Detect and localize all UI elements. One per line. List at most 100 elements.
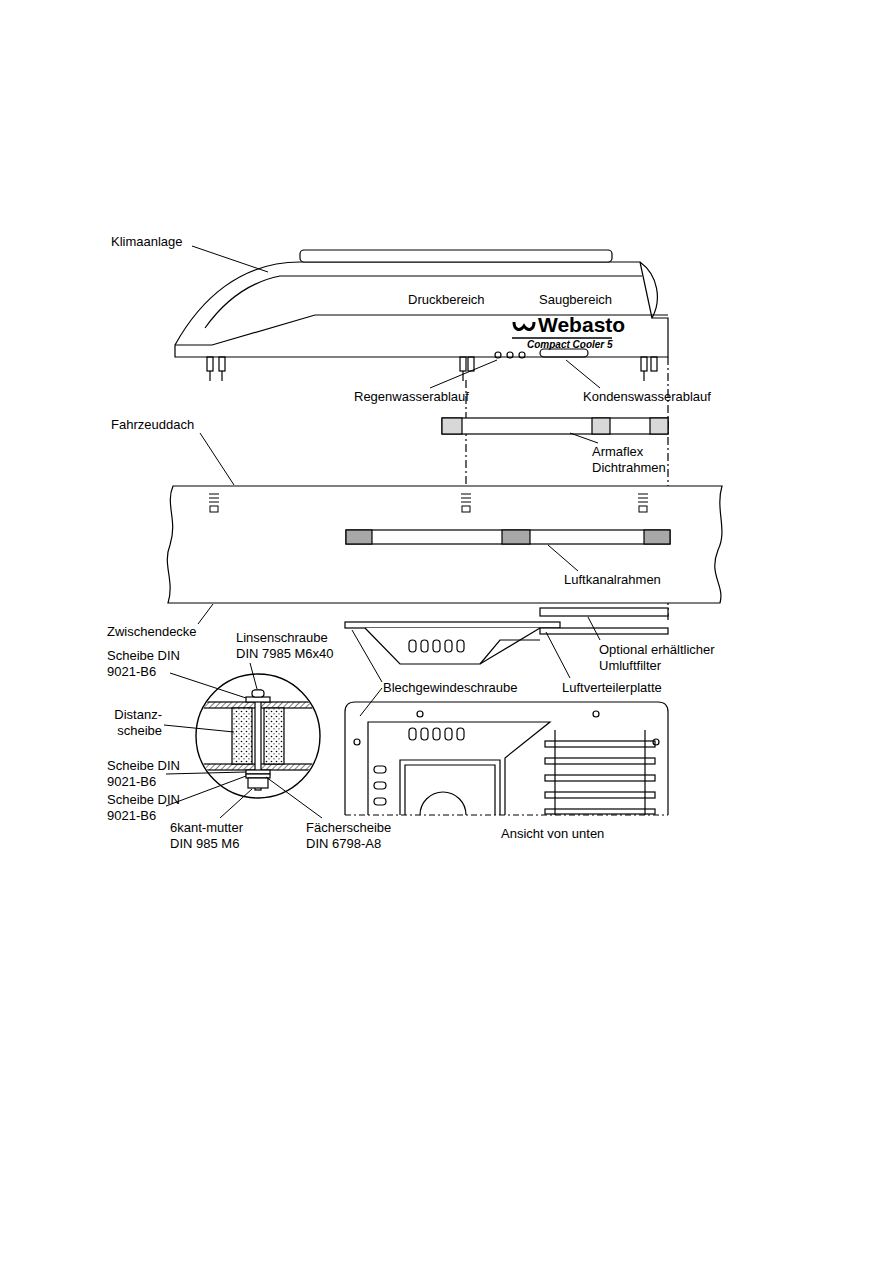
vehicle-roof-part-part <box>461 498 471 499</box>
part-label: Ansicht von unten <box>501 826 604 842</box>
bottom-view-part <box>554 730 555 815</box>
seal-frame-part <box>442 418 462 434</box>
distribution-plate-part <box>345 622 560 628</box>
mounting-bolt-part <box>651 357 657 371</box>
bottom-view-part <box>457 728 464 740</box>
distribution-plate-part <box>540 608 668 616</box>
mounting-bolt-part <box>462 371 463 381</box>
distribution-plate-part <box>433 640 440 652</box>
leader-line-part <box>198 604 213 624</box>
leader-line-part <box>546 632 570 678</box>
part-label: Druckbereich <box>408 292 485 308</box>
part-label: Blechgewindeschraube <box>383 680 517 696</box>
bottom-view-part <box>368 722 550 815</box>
fastener-detail-part-part <box>232 708 252 764</box>
seal-frame <box>442 418 668 434</box>
vehicle-roof-part <box>167 486 722 603</box>
leader-line-part <box>588 617 600 640</box>
vehicle-roof-part-part <box>209 498 219 499</box>
mounting-bolt-part <box>219 357 225 371</box>
part-label: Luftverteilerplatte <box>562 680 662 696</box>
leader-line-part <box>170 673 246 698</box>
part-label: Zwischendecke <box>107 624 197 640</box>
bottom-view-part <box>433 728 440 740</box>
brand-logo: Webasto <box>538 312 625 338</box>
ac-housing-part <box>175 262 668 357</box>
distribution-plate-part <box>457 640 464 652</box>
vehicle-roof-part-part <box>638 498 648 499</box>
mounting-bolt-part <box>460 357 466 371</box>
bottom-view-part <box>405 765 495 815</box>
bottom-view-part <box>374 766 386 773</box>
fastener-detail-part <box>190 690 330 790</box>
leader-line-part <box>566 360 600 388</box>
vehicle-roof-part-part <box>209 502 219 503</box>
ac-housing-part <box>519 352 525 358</box>
fastener-detail-part-part <box>248 778 268 788</box>
ac-housing-part <box>512 337 612 339</box>
duct-frame <box>346 530 670 544</box>
bottom-view-part <box>445 728 452 740</box>
leader-line-part <box>548 545 578 571</box>
mounting-bolt-part <box>643 371 644 381</box>
ac-housing <box>175 250 668 358</box>
distribution-plate-part <box>540 628 668 634</box>
bottom-view-part <box>545 792 655 798</box>
mounting-bolt-part <box>641 357 647 371</box>
bottom-view-part <box>374 798 386 805</box>
leader-line-part <box>250 663 257 689</box>
vehicle-roof-part-part <box>638 502 648 503</box>
distribution-plate-part <box>421 640 428 652</box>
bottom-view-part <box>545 775 655 781</box>
mounting-bolt-part <box>468 357 474 371</box>
seal-frame-part <box>650 418 668 434</box>
vehicle-roof-part-part <box>209 494 219 495</box>
bottom-view-part <box>545 809 655 814</box>
distribution-plate-part <box>480 640 540 664</box>
bottom-view-part <box>345 702 668 815</box>
fastener-detail-part <box>196 674 320 798</box>
leader-line-part <box>570 433 598 443</box>
part-label: Klimaanlage <box>111 234 183 250</box>
bottom-view-part <box>374 782 386 789</box>
ac-housing-part <box>540 349 588 357</box>
model-name: Compact Cooler 5 <box>527 339 613 351</box>
seal-frame-part <box>442 418 668 434</box>
part-label: Distanz- scheibe <box>98 707 162 739</box>
part-label: Armaflex Dichtrahmen <box>592 444 687 476</box>
ac-housing-part <box>507 352 513 358</box>
part-label: Scheibe DIN 9021-B6 <box>107 648 215 680</box>
vehicle-roof-part-part <box>462 506 470 512</box>
distribution-plate-part <box>409 640 416 652</box>
bottom-view-part <box>545 758 655 764</box>
mounting-bolt-part <box>209 371 210 381</box>
part-label: Scheibe DIN 9021-B6 <box>107 758 215 790</box>
part-label: Luftkanalrahmen <box>564 572 661 588</box>
vehicle-roof-part-part <box>210 506 218 512</box>
vehicle-roof-part-part <box>461 502 471 503</box>
vehicle-roof-part <box>209 494 648 512</box>
ac-housing-part <box>640 262 652 318</box>
bottom-view-part <box>420 792 466 815</box>
distribution-plate-part <box>365 628 540 664</box>
leader-line-part <box>164 725 234 732</box>
vehicle-roof-part-part <box>461 494 471 495</box>
bottom-view-part <box>593 711 599 717</box>
part-label: Scheibe DIN 9021-B6 <box>107 792 215 824</box>
mounting-bolt <box>207 357 657 381</box>
fastener-detail <box>190 674 330 798</box>
part-label: Kondenswasserablauf <box>583 389 711 405</box>
bottom-view-part <box>653 739 659 745</box>
leader-line-part <box>430 360 497 388</box>
part-label: Linsenschraube DIN 7985 M6x40 <box>236 630 344 662</box>
bottom-view-part <box>354 739 360 745</box>
ac-housing-part <box>300 250 612 262</box>
part-label: Fächerscheibe DIN 6798-A8 <box>306 820 410 852</box>
leader-line-part <box>192 246 268 272</box>
fastener-detail-part-part <box>246 697 270 702</box>
duct-frame-part <box>644 530 670 544</box>
bottom-view <box>345 702 668 815</box>
distribution-plate-part <box>445 640 452 652</box>
bottom-view-part <box>409 728 416 740</box>
leader-line-part <box>352 630 382 682</box>
